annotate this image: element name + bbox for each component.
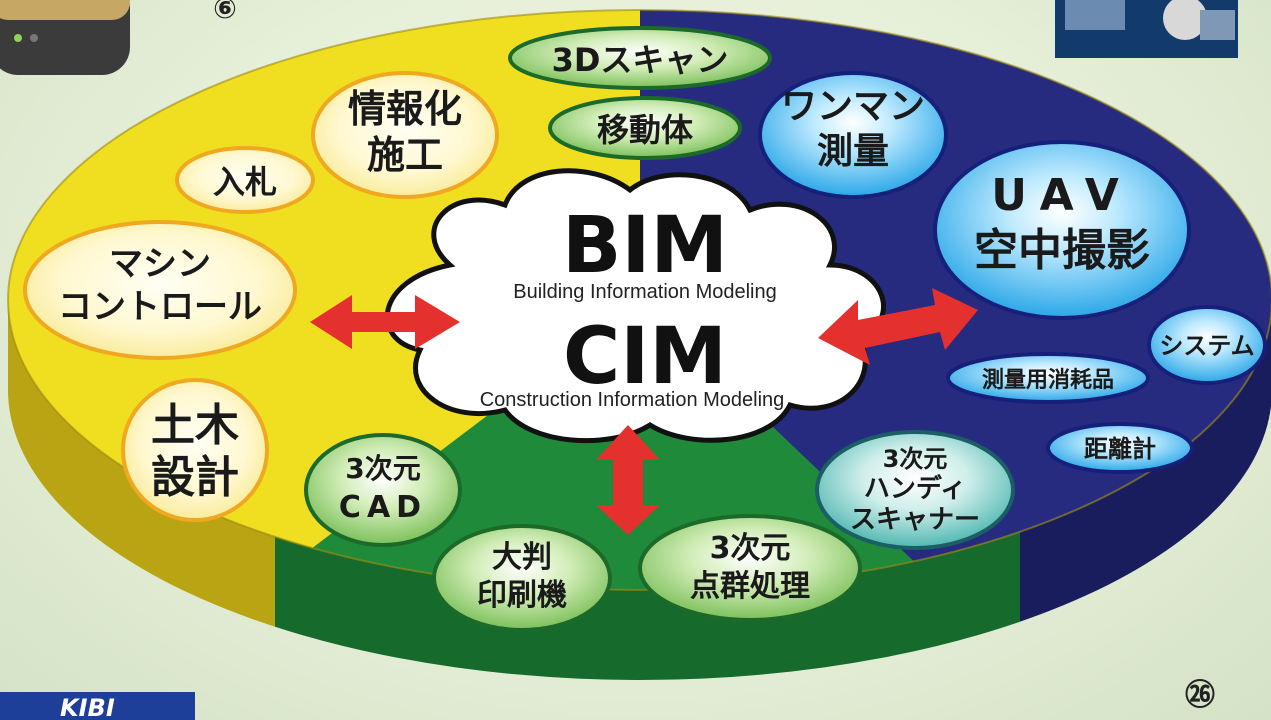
svg-text:移動体: 移動体 bbox=[597, 111, 693, 149]
svg-text:スキャナー: スキャナー bbox=[850, 505, 980, 535]
svg-text:土木: 土木 bbox=[151, 400, 239, 451]
bubble-nyusatsu: 入札 bbox=[175, 146, 315, 214]
kibi-logo: KIBI bbox=[0, 692, 195, 720]
svg-text:設計: 設計 bbox=[151, 452, 239, 503]
svg-text:印刷機: 印刷機 bbox=[477, 578, 567, 613]
svg-text:CAD: CAD bbox=[339, 490, 427, 525]
bubble-large-format-printer: 大判 印刷機 bbox=[432, 524, 612, 632]
svg-text:UAV: UAV bbox=[991, 170, 1133, 221]
cim-title: CIM bbox=[563, 312, 727, 402]
svg-text:3次元: 3次元 bbox=[710, 531, 791, 566]
svg-text:測量用消耗品: 測量用消耗品 bbox=[982, 367, 1114, 393]
bubble-uav-aerial: UAV 空中撮影 bbox=[933, 140, 1191, 320]
bubble-doboku-sekkei: 土木 設計 bbox=[121, 378, 269, 522]
svg-text:コントロール: コントロール bbox=[58, 287, 262, 327]
bubble-idoutai: 移動体 bbox=[548, 96, 742, 160]
svg-text:3次元: 3次元 bbox=[883, 445, 948, 473]
bim-title: BIM bbox=[562, 201, 728, 291]
page-number-top-left: ⑥ bbox=[213, 0, 237, 25]
svg-text:情報化: 情報化 bbox=[348, 87, 462, 131]
svg-text:システム: システム bbox=[1159, 332, 1254, 360]
svg-text:空中撮影: 空中撮影 bbox=[974, 225, 1150, 276]
satellite-image bbox=[1055, 0, 1238, 58]
bubble-handy-scanner: 3次元 ハンディ スキャナー bbox=[815, 430, 1015, 550]
bubble-jouhouka-sekou: 情報化 施工 bbox=[311, 71, 499, 199]
cim-subtitle: Construction Information Modeling bbox=[480, 389, 785, 411]
bubble-machine-control: マシン コントロール bbox=[23, 220, 297, 360]
green-sector bbox=[270, 300, 1080, 590]
svg-text:距離計: 距離計 bbox=[1084, 435, 1156, 463]
svg-text:ハンディ: ハンディ bbox=[864, 473, 966, 504]
svg-text:ワンマン: ワンマン bbox=[781, 86, 925, 127]
page-number-bottom-right: ㉖ bbox=[1185, 678, 1215, 713]
bubble-system: システム bbox=[1147, 305, 1267, 385]
svg-text:大判: 大判 bbox=[492, 540, 552, 575]
down-double-arrow bbox=[596, 425, 660, 535]
svg-text:マシン: マシン bbox=[109, 244, 211, 284]
bubble-survey-consumables: 測量用消耗品 bbox=[946, 352, 1150, 404]
left-double-arrow bbox=[310, 295, 460, 349]
bubble-oneman-survey: ワンマン 測量 bbox=[758, 71, 948, 199]
kibi-logo-text: KIBI bbox=[60, 694, 115, 720]
bubble-point-cloud: 3次元 点群処理 bbox=[638, 514, 862, 622]
bubble-3d-cad: 3次元 CAD bbox=[304, 433, 462, 547]
right-double-arrow bbox=[818, 288, 978, 365]
gnss-receiver-image bbox=[0, 0, 130, 75]
svg-text:測量: 測量 bbox=[817, 131, 889, 172]
svg-text:施工: 施工 bbox=[367, 133, 443, 177]
bim-subtitle: Building Information Modeling bbox=[513, 281, 777, 303]
bubble-rangefinder: 距離計 bbox=[1046, 422, 1194, 474]
svg-text:3次元: 3次元 bbox=[345, 452, 420, 485]
bubble-3d-scan: 3Dスキャン bbox=[508, 26, 772, 90]
svg-text:点群処理: 点群処理 bbox=[690, 569, 810, 604]
svg-text:入札: 入札 bbox=[213, 163, 277, 201]
svg-text:3Dスキャン: 3Dスキャン bbox=[552, 41, 729, 79]
